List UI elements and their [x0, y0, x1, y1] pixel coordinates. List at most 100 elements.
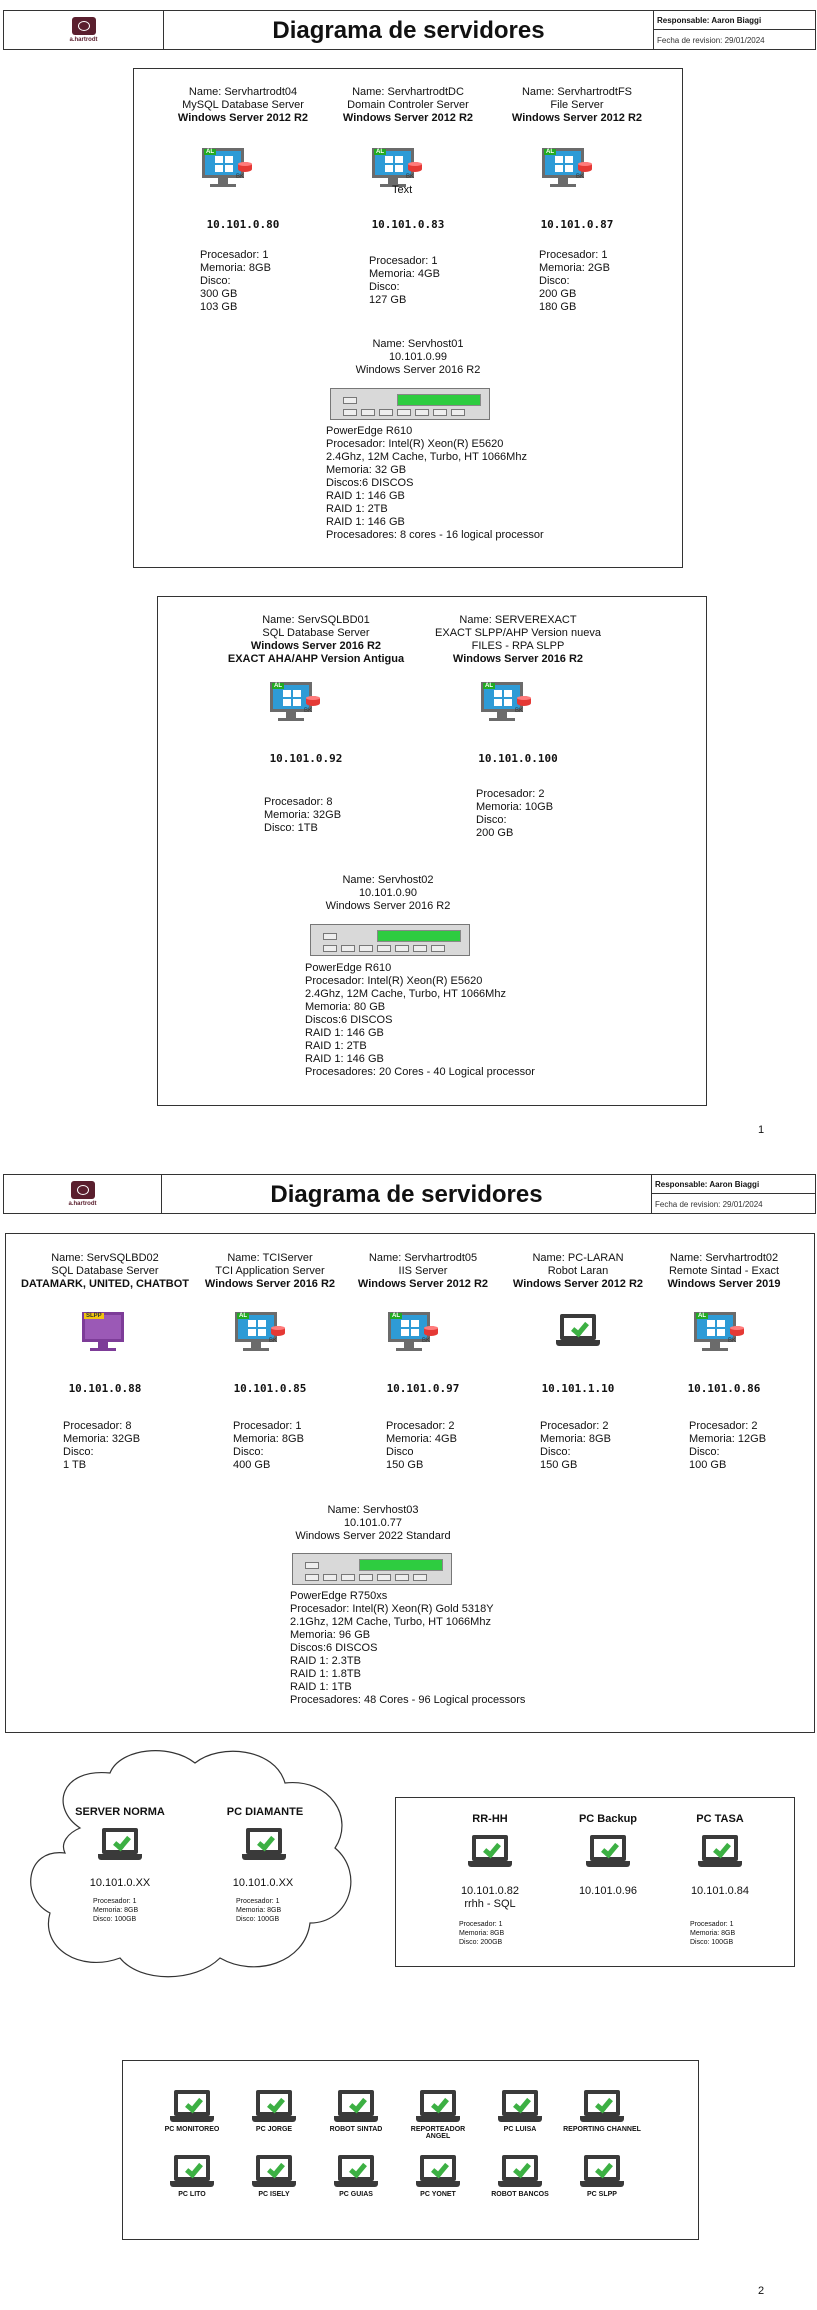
server-ip: 10.101.0.83 — [371, 218, 445, 231]
server-name: Name: ServSQLBD01 — [262, 614, 370, 626]
server-specs: Procesador: 1 Memoria: 4GB Disco: 127 GB — [369, 255, 440, 306]
server-card: Name: ServhartrodtFS File Server Windows… — [487, 86, 667, 125]
bk-label: BK — [304, 708, 313, 714]
pc-specs: Procesador: 1 Memoria: 8GB Disco: 200GB — [459, 1921, 505, 1946]
server-role: EXACT SLPP/AHP Version nueva — [435, 627, 601, 639]
host-name: Name: Servhost03 — [327, 1504, 419, 1516]
rack-server-icon — [310, 924, 470, 956]
workstation-label: ROBOT BANCOS — [491, 2191, 549, 2198]
workstation-label: PC JORGE — [255, 2126, 293, 2133]
server-role: Remote Sintad - Exact — [668, 1265, 780, 1277]
server-ip: 10.101.1.10 — [541, 1382, 615, 1395]
page-number: 1 — [758, 1124, 765, 1136]
server-specs: Procesador: 2 Memoria: 8GB Disco: 150 GB — [540, 1420, 611, 1471]
workstation-label: REPORTEADOR ANGEL — [410, 2126, 466, 2140]
logo-brand: a.hartrodt — [68, 1201, 97, 1207]
bk-label: BK — [728, 1338, 737, 1344]
host-specs: PowerEdge R750xs Procesador: Intel(R) Xe… — [290, 1590, 526, 1706]
host-name: Name: Servhost02 — [342, 874, 434, 886]
laptop-check-icon — [416, 2090, 460, 2128]
server-name: Name: SERVEREXACT — [459, 614, 577, 626]
laptop-check-icon — [252, 2090, 296, 2128]
page-header: a.hartrodt Diagrama de servidores Respon… — [3, 10, 816, 50]
server-card: Name: ServSQLBD02 SQL Database Server DA… — [15, 1252, 195, 1291]
server-role: SQL Database Server — [262, 627, 370, 639]
server-specs: Procesador: 1 Memoria: 8GB Disco: 300 GB… — [200, 249, 271, 313]
workstations-group — [122, 2060, 699, 2240]
server-role: Robot Laran — [547, 1265, 609, 1277]
server-specs: Procesador: 8 Memoria: 32GB Disco: 1TB — [264, 796, 342, 834]
server-monitor-icon: AL BK — [202, 148, 252, 192]
server-specs: Procesador: 2 Memoria: 4GB Disco 150 GB — [386, 1420, 457, 1471]
server-role: File Server — [550, 99, 604, 111]
server-card: Name: Servhartrodt02 Remote Sintad - Exa… — [634, 1252, 814, 1291]
server-specs: Procesador: 1 Memoria: 8GB Disco: 400 GB — [233, 1420, 304, 1471]
company-logo: a.hartrodt — [4, 1175, 162, 1213]
server-role-2: FILES - RPA SLPP — [471, 640, 565, 652]
slpp-tag: SLPP — [84, 1313, 104, 1319]
pc-label: PC TASA — [696, 1813, 744, 1825]
server-ip: 10.101.0.85 — [233, 1382, 307, 1395]
page-title: Diagrama de servidores — [162, 1175, 652, 1213]
backup-disk-icon — [424, 1326, 438, 1336]
server-role: TCI Application Server — [215, 1265, 325, 1277]
al-tag: AL — [696, 1313, 708, 1319]
server-group-2 — [157, 596, 707, 1106]
host-card: Name: Servhost01 10.101.0.99 Windows Ser… — [298, 338, 538, 377]
host-ip: 10.101.0.90 — [358, 887, 418, 899]
logo-brand: a.hartrodt — [69, 37, 98, 43]
responsible: Responsable: Aaron Biaggi — [653, 11, 815, 30]
host-os: Windows Server 2022 Standard — [295, 1530, 451, 1542]
bk-label: BK — [406, 174, 415, 180]
al-tag: AL — [390, 1313, 402, 1319]
bk-label: BK — [515, 708, 524, 714]
pc-ip: 10.101.0.96 — [578, 1885, 638, 1897]
al-tag: AL — [483, 683, 495, 689]
server-monitor-icon: AL BK — [372, 148, 422, 192]
server-ip: 10.101.0.86 — [687, 1382, 761, 1395]
laptop-check-icon — [556, 1314, 600, 1352]
server-ip: 10.101.0.92 — [269, 752, 343, 765]
al-tag: AL — [272, 683, 284, 689]
bk-label: BK — [236, 174, 245, 180]
workstation-label: ROBOT SINTAD — [329, 2126, 383, 2133]
server-role: SQL Database Server — [51, 1265, 159, 1277]
revision-date: Fecha de revision: 29/01/2024 — [657, 36, 765, 45]
office-group — [395, 1797, 795, 1967]
page-number: 2 — [758, 2285, 765, 2297]
workstation-label: REPORTING CHANNEL — [563, 2126, 641, 2133]
workstation-label: PC MONITOREO — [164, 2126, 220, 2133]
page-header: a.hartrodt Diagrama de servidores Respon… — [3, 1174, 816, 1214]
server-os: Windows Server 2016 R2 — [250, 640, 382, 652]
server-os: Windows Server 2012 R2 — [512, 1278, 644, 1290]
rack-server-icon — [330, 388, 490, 420]
host-os: Windows Server 2016 R2 — [325, 900, 451, 912]
al-tag: AL — [237, 1313, 249, 1319]
server-group-3 — [5, 1233, 815, 1733]
server-name: Name: ServSQLBD02 — [51, 1252, 159, 1264]
pc-specs: Procesador: 1 Memoria: 8GB Disco: 100GB — [93, 1898, 139, 1923]
workstation-label: PC LUISA — [503, 2126, 537, 2133]
bk-label: BK — [422, 1338, 431, 1344]
pc-ip: 10.101.0.XX — [232, 1877, 294, 1889]
logo-mark-icon — [70, 1181, 95, 1199]
server-extra: EXACT AHA/AHP Version Antigua — [227, 653, 405, 665]
laptop-check-icon — [498, 2090, 542, 2128]
server-card: Name: Servhartrodt04 MySQL Database Serv… — [153, 86, 333, 125]
host-specs: PowerEdge R610 Procesador: Intel(R) Xeon… — [305, 962, 535, 1078]
pc-ip: 10.101.0.82 rrhh - SQL — [460, 1885, 520, 1910]
server-role: IIS Server — [398, 1265, 448, 1277]
laptop-check-icon — [580, 2155, 624, 2193]
server-os: Windows Server 2012 R2 — [511, 112, 643, 124]
host-specs: PowerEdge R610 Procesador: Intel(R) Xeon… — [326, 425, 544, 541]
server-ip: 10.101.0.100 — [478, 752, 558, 765]
laptop-check-icon — [498, 2155, 542, 2193]
server-monitor-icon: AL BK — [694, 1312, 744, 1356]
host-name: Name: Servhost01 — [372, 338, 464, 350]
server-monitor-icon: AL BK — [481, 682, 531, 726]
server-ip: 10.101.0.97 — [386, 1382, 460, 1395]
pc-specs: Procesador: 1 Memoria: 8GB Disco: 100GB — [236, 1898, 282, 1923]
pc-ip: 10.101.0.84 — [690, 1885, 750, 1897]
laptop-check-icon — [242, 1828, 286, 1866]
server-name: Name: Servhartrodt04 — [188, 86, 298, 98]
